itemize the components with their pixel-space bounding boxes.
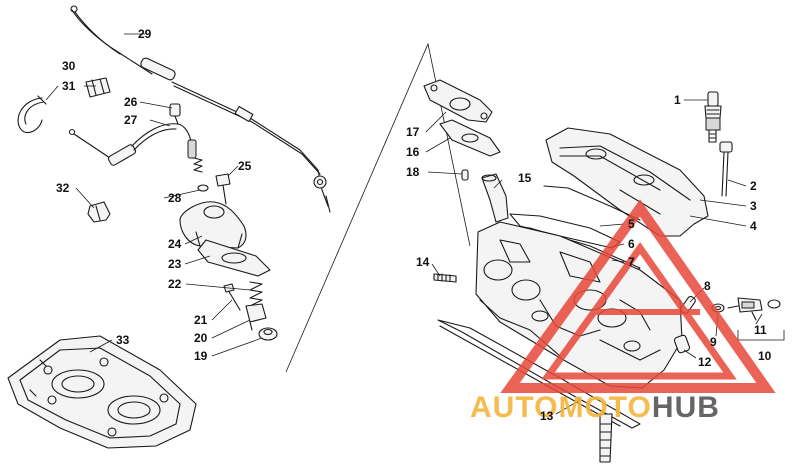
callout-6: 6 bbox=[628, 237, 635, 251]
callout-9: 9 bbox=[710, 335, 717, 349]
watermark-text-part1: AUTOMOTO bbox=[470, 391, 652, 424]
stud-part-13-lower bbox=[599, 413, 613, 463]
callout-30: 30 bbox=[62, 59, 76, 73]
bolt-part-2 bbox=[719, 141, 733, 197]
gasket-part-23 bbox=[197, 239, 271, 277]
clip-part-30 bbox=[85, 77, 111, 98]
callout-10: 10 bbox=[758, 349, 772, 363]
callout-26: 26 bbox=[124, 95, 138, 109]
callout-11: 11 bbox=[754, 323, 767, 337]
cylinder-head-main bbox=[475, 221, 683, 389]
watermark-text-part2: HUB bbox=[652, 391, 720, 424]
throttle-cable-part-29 bbox=[70, 5, 331, 213]
callout-32: 32 bbox=[56, 181, 70, 195]
callout-2: 2 bbox=[750, 179, 757, 193]
valve-cover-gasket-part-4 bbox=[543, 185, 641, 221]
flange-part-17 bbox=[423, 79, 493, 123]
elbow-part-15 bbox=[481, 173, 509, 223]
callout-labels: 29 30 31 26 27 25 28 32 24 23 22 21 20 1… bbox=[56, 27, 772, 423]
screw-part-25 bbox=[215, 173, 231, 205]
seal-part-19 bbox=[258, 327, 278, 341]
callout-23: 23 bbox=[168, 257, 182, 271]
callout-21: 21 bbox=[194, 313, 208, 327]
gasket-kit-part-33 bbox=[7, 335, 197, 449]
section-divider bbox=[285, 42, 471, 373]
sensor-part-11 bbox=[727, 297, 781, 321]
spring-part-28 bbox=[193, 157, 209, 192]
watermark-text: AUTOMOTOHUB bbox=[470, 391, 720, 424]
callout-15: 15 bbox=[518, 171, 532, 185]
callout-18: 18 bbox=[406, 165, 420, 179]
watermark-logo bbox=[500, 199, 776, 393]
fitting-part-26 bbox=[169, 103, 181, 125]
callout-20: 20 bbox=[194, 331, 208, 345]
callout-7: 7 bbox=[628, 255, 635, 269]
leader-lines bbox=[45, 33, 763, 415]
bracket-10 bbox=[737, 330, 785, 341]
callout-3: 3 bbox=[750, 199, 757, 213]
callout-5: 5 bbox=[628, 217, 635, 231]
callout-25: 25 bbox=[238, 159, 252, 173]
stud-part-14 bbox=[433, 273, 457, 283]
band-clamp-part-31 bbox=[17, 95, 47, 134]
cap-part-24 bbox=[179, 201, 247, 249]
valve-part-20 bbox=[245, 303, 267, 331]
callout-12: 12 bbox=[698, 355, 712, 369]
callout-16: 16 bbox=[406, 145, 420, 159]
spark-plug-part-1 bbox=[704, 91, 722, 143]
callout-8: 8 bbox=[704, 279, 711, 293]
callout-14: 14 bbox=[416, 255, 430, 269]
callout-22: 22 bbox=[168, 277, 182, 291]
callout-13: 13 bbox=[540, 409, 554, 423]
callout-17: 17 bbox=[406, 125, 420, 139]
spring-part-22 bbox=[249, 281, 263, 307]
callout-31: 31 bbox=[62, 79, 76, 93]
callout-19: 19 bbox=[194, 349, 208, 363]
plug-part-12 bbox=[673, 334, 691, 354]
callout-28: 28 bbox=[168, 191, 182, 205]
callout-33: 33 bbox=[116, 333, 130, 347]
dowel-part-18 bbox=[461, 169, 469, 181]
gasket-part-16 bbox=[439, 119, 501, 157]
choke-cable-part-27 bbox=[68, 123, 197, 166]
callout-29: 29 bbox=[138, 27, 152, 41]
callout-4: 4 bbox=[750, 219, 757, 233]
callout-24: 24 bbox=[168, 237, 182, 251]
callout-1: 1 bbox=[674, 93, 681, 107]
callout-27: 27 bbox=[124, 113, 138, 127]
